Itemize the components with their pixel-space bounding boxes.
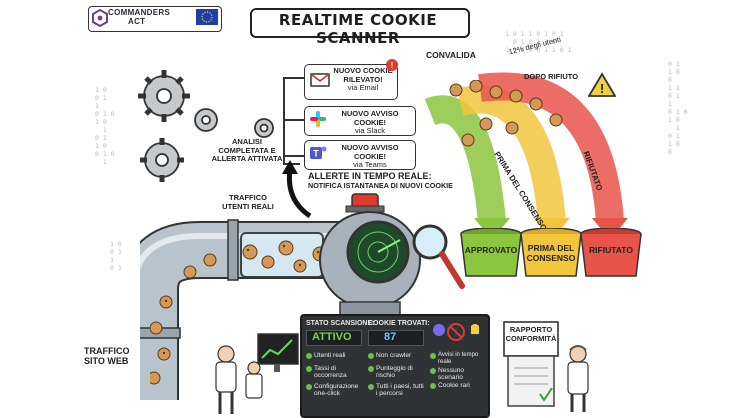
brand-name-line1: COMMANDERS [108, 8, 171, 17]
analyst-figure [215, 333, 299, 414]
notification-email [304, 64, 398, 100]
svg-text:!: ! [391, 61, 394, 70]
gears-icon [138, 70, 274, 182]
item-dot [368, 366, 374, 372]
notification-slack-line2: via Slack [354, 126, 385, 135]
realtime-alerts-title: ALLERTE IN TEMPO REALE: [308, 171, 432, 181]
brand-name: COMMANDERS ACT [108, 8, 170, 26]
scan-status-value: ATTIVO [312, 331, 352, 343]
scientist-figure [567, 345, 589, 412]
bin-before-consent-label: PRIMA DEL CONSENSO [520, 243, 582, 263]
item-dot [306, 384, 312, 390]
bin-before-consent [520, 227, 582, 278]
robot-scanner [319, 193, 465, 319]
sorting-arrows [424, 72, 628, 240]
binary-stream-bottom: 1 0 0 1 1 0 1 [110, 240, 122, 272]
item-no-crawler: Non crawler [376, 352, 412, 359]
bin-refused-label: RIFIUTATO [589, 245, 633, 255]
bell-icon [471, 324, 479, 334]
bin-approved [460, 227, 522, 278]
item-risk-score: Punteggio di rischio [376, 365, 413, 380]
scan-status-heading: STATO SCANSIONE: [306, 320, 375, 327]
scan-status-box [306, 330, 362, 346]
validated-label: CONVALIDA [426, 50, 476, 60]
item-dot [368, 384, 374, 390]
item-real-users: Utenti reali [314, 352, 346, 359]
cookies-found-heading: COOKIE TROVATI: [368, 320, 430, 327]
report-label: RAPPORTO CONFORMITÀ [504, 325, 558, 343]
binary-stream-left: 1 0 0 1 1 0 1 0 1 0 1 0 1 1 0 0 1 0 1 [95, 86, 115, 166]
analysis-label-line2: COMPLETATA E [218, 145, 276, 155]
notification-teams [304, 140, 416, 170]
cookies-in-pipe [150, 240, 347, 385]
item-rare-cookies: Cookie rari [438, 382, 470, 389]
eu-flag-icon [196, 9, 218, 25]
slack-icon [310, 111, 326, 127]
notification-slack-line1: NUOVO AVVISO COOKIE! [341, 109, 399, 127]
binary-stream-right: 0 1 1 0 0 1 1 0 1 1 0 1 0 1 0 1 0 1 1 0 … [668, 60, 688, 156]
analysis-label: ANALISI COMPLETATA E ALLERTA ATTIVATA [210, 137, 284, 164]
robot-to-alerts-arrow [282, 160, 312, 219]
site-traffic-line2: SITO WEB [84, 356, 129, 366]
item-all-countries: Tutti i paesi, tutti i percorsi [376, 383, 424, 398]
users-icon [433, 324, 445, 336]
realtime-alerts-subtitle: NOTIFICA ISTANTANEA DI NUOVI COOKIE [308, 181, 453, 190]
notification-email-line3: via Email [347, 83, 379, 92]
notification-email-line1: NUOVO COOKIE [333, 66, 393, 75]
brand-logo-icon [92, 9, 108, 27]
report-line2: CONFORMITÀ [505, 333, 557, 343]
site-traffic-line1: TRAFFICO [84, 346, 130, 356]
bin-approved-label: APPROVATO [464, 245, 518, 255]
cookies-found-value: 87 [384, 331, 397, 343]
no-crawler-icon [447, 323, 465, 341]
page-title: REALTIME COOKIE SCANNER [278, 11, 438, 47]
bin-before-consent-line2: CONSENSO [526, 252, 576, 263]
item-realtime-alerts: Avvisi in tempo reale [438, 352, 479, 366]
compliance-report [503, 321, 559, 407]
bin-before-consent-line1: PRIMA DEL [527, 243, 575, 253]
item-dot [306, 366, 312, 372]
bin-refused [580, 227, 642, 278]
notification-slack-text: NUOVO AVVISO COOKIE! via Slack [328, 109, 412, 136]
item-occurrence-rates: Tassi di occorrenza [314, 365, 347, 380]
email-icon [310, 73, 330, 87]
notification-teams-text: NUOVO AVVISO COOKIE! via Teams [328, 143, 412, 170]
real-traffic-label: TRAFFICO UTENTI REALI [218, 193, 278, 211]
report-line1: RAPPORTO [509, 325, 553, 334]
item-one-click-config: Configurazione one-click [314, 383, 359, 398]
real-traffic-line1: TRAFFICO [229, 193, 267, 202]
item-dot [430, 368, 436, 374]
item-dot [430, 383, 436, 389]
item-dot [430, 353, 436, 359]
real-traffic-line2: UTENTI REALI [222, 201, 274, 211]
svg-text:T: T [313, 149, 319, 159]
notification-email-text: NUOVO COOKIE RILEVATO! via Email [332, 66, 394, 93]
panel-icons [433, 323, 479, 341]
realtime-alerts-label: ALLERTE IN TEMPO REALE: NOTIFICA ISTANTA… [308, 171, 468, 190]
notification-teams-line2: via Teams [353, 160, 387, 169]
title-frame [250, 8, 470, 38]
bin-before-consent-body [520, 227, 582, 277]
site-traffic-label: TRAFFICO SITO WEB [84, 346, 134, 366]
bin-refused-body [580, 227, 642, 277]
analysis-label-line1: ANALISI [232, 137, 262, 146]
warning-icon: ! [588, 72, 616, 97]
alert-badge-icon: ! [386, 59, 398, 71]
notification-teams-line1: NUOVO AVVISO COOKIE! [341, 143, 399, 161]
cookies-on-arrows [449, 80, 563, 147]
after-refusal-label: DOPO RIFIUTO [524, 72, 579, 81]
brand-name-line2: ACT [128, 17, 146, 26]
svg-text:!: ! [600, 81, 604, 96]
item-no-scenario: Nessuno scenario [438, 367, 465, 382]
item-dot [368, 353, 374, 359]
binary-stream-top: 1 0 1 1 0 1 0 1 0 1 0 1 1 0 1 0 1 0 0 1 … [505, 30, 572, 54]
analysis-label-line3: ALLERTA ATTIVATA [211, 154, 283, 164]
cookies-found-box [368, 330, 424, 346]
notification-email-line2: RILEVATO! [343, 74, 383, 84]
item-dot [306, 353, 312, 359]
bin-approved-body [460, 227, 522, 277]
teams-icon: T [310, 146, 327, 159]
